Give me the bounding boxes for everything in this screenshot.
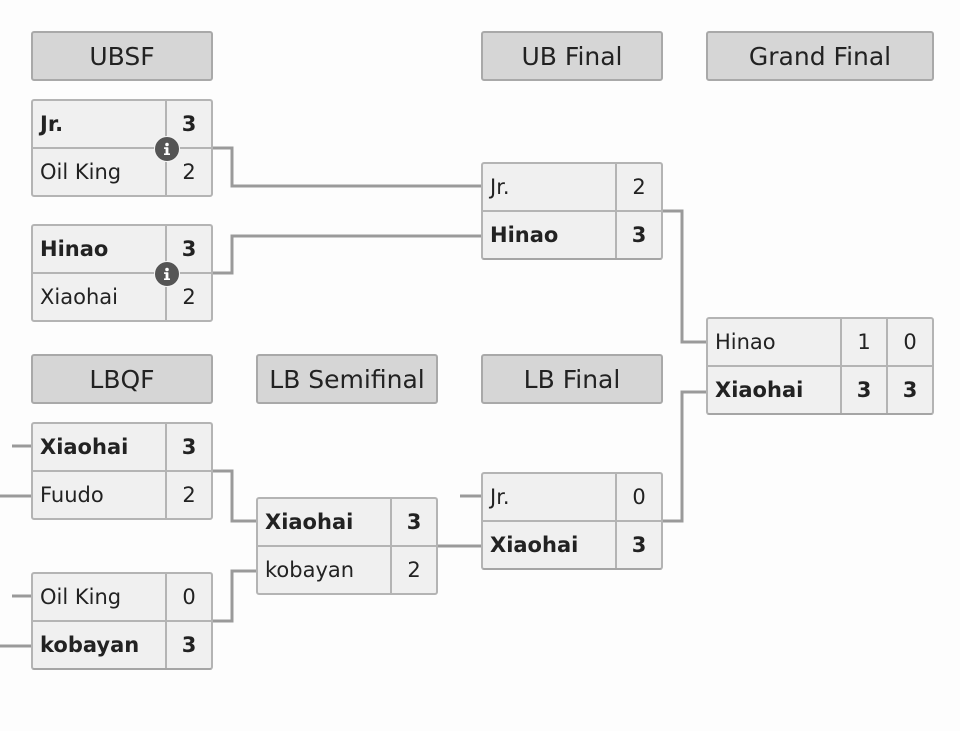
match-slot-bottom[interactable]: Fuudo 2	[31, 470, 213, 520]
match-ubsf-1[interactable]: Jr. 3 Oil King 2	[31, 99, 213, 197]
player-score: 3	[165, 424, 211, 470]
match-slot-bottom[interactable]: Xiaohai 3 3	[706, 365, 934, 415]
player-score: 2	[165, 149, 211, 195]
player-score-game-2: 3	[886, 367, 932, 413]
round-title: LB Final	[523, 364, 621, 394]
player-score: 3	[615, 212, 661, 258]
round-header-lb-final: LB Final	[481, 354, 663, 404]
match-lb-semifinal[interactable]: Xiaohai 3 kobayan 2	[256, 497, 438, 595]
round-header-ub-final: UB Final	[481, 31, 663, 81]
match-lbqf-1[interactable]: Xiaohai 3 Fuudo 2	[31, 422, 213, 520]
player-name: kobayan	[265, 558, 355, 582]
match-slot-top[interactable]: Hinao 1 0	[706, 317, 934, 367]
player-score: 3	[165, 622, 211, 668]
player-name: Jr.	[490, 485, 510, 509]
player-name: Hinao	[715, 330, 776, 354]
match-slot-top[interactable]: Xiaohai 3	[31, 422, 213, 472]
player-score: 3	[165, 101, 211, 147]
match-slot-bottom[interactable]: kobayan 3	[31, 620, 213, 670]
match-slot-top[interactable]: Jr. 0	[481, 472, 663, 522]
match-slot-top[interactable]: Hinao 3	[31, 224, 213, 274]
player-score: 0	[165, 574, 211, 620]
player-score: 3	[615, 522, 661, 568]
match-grand-final[interactable]: Hinao 1 0 Xiaohai 3 3	[706, 317, 934, 415]
round-header-lb-semifinal: LB Semifinal	[256, 354, 438, 404]
round-header-ubsf: UBSF	[31, 31, 213, 81]
match-slot-bottom[interactable]: Xiaohai 2	[31, 272, 213, 322]
player-name: Oil King	[40, 160, 122, 184]
player-score-game-1: 3	[840, 367, 886, 413]
player-name: kobayan	[40, 633, 140, 657]
player-name: Xiaohai	[40, 285, 118, 309]
player-name: Jr.	[40, 112, 64, 136]
player-score: 2	[165, 472, 211, 518]
match-slot-bottom[interactable]: Hinao 3	[481, 210, 663, 260]
round-title: Grand Final	[748, 41, 892, 71]
match-slot-bottom[interactable]: Oil King 2	[31, 147, 213, 197]
player-score: 0	[615, 474, 661, 520]
match-slot-bottom[interactable]: kobayan 2	[256, 545, 438, 595]
player-name: Xiaohai	[715, 378, 804, 402]
match-slot-top[interactable]: Oil King 0	[31, 572, 213, 622]
match-slot-top[interactable]: Jr. 2	[481, 162, 663, 212]
player-name: Xiaohai	[40, 435, 129, 459]
player-score: 3	[165, 226, 211, 272]
player-score: 2	[390, 547, 436, 593]
player-name: Jr.	[490, 175, 510, 199]
player-score: 2	[165, 274, 211, 320]
player-name: Hinao	[40, 237, 109, 261]
info-icon[interactable]	[154, 136, 180, 162]
match-slot-top[interactable]: Xiaohai 3	[256, 497, 438, 547]
match-lb-final[interactable]: Jr. 0 Xiaohai 3	[481, 472, 663, 570]
round-title: UBSF	[89, 41, 155, 71]
player-name: Oil King	[40, 585, 122, 609]
player-score: 3	[390, 499, 436, 545]
match-slot-bottom[interactable]: Xiaohai 3	[481, 520, 663, 570]
round-title: LBQF	[89, 364, 155, 394]
match-ub-final[interactable]: Jr. 2 Hinao 3	[481, 162, 663, 260]
round-title: LB Semifinal	[269, 364, 425, 394]
match-ubsf-2[interactable]: Hinao 3 Xiaohai 2	[31, 224, 213, 322]
player-score-game-1: 1	[840, 319, 886, 365]
match-slot-top[interactable]: Jr. 3	[31, 99, 213, 149]
round-title: UB Final	[521, 41, 623, 71]
player-name: Hinao	[490, 223, 559, 247]
info-icon[interactable]	[154, 261, 180, 287]
player-name: Fuudo	[40, 483, 104, 507]
match-lbqf-2[interactable]: Oil King 0 kobayan 3	[31, 572, 213, 670]
round-header-grand-final: Grand Final	[706, 31, 934, 81]
player-name: Xiaohai	[490, 533, 579, 557]
player-score-game-2: 0	[886, 319, 932, 365]
round-header-lbqf: LBQF	[31, 354, 213, 404]
player-name: Xiaohai	[265, 510, 354, 534]
player-score: 2	[615, 164, 661, 210]
